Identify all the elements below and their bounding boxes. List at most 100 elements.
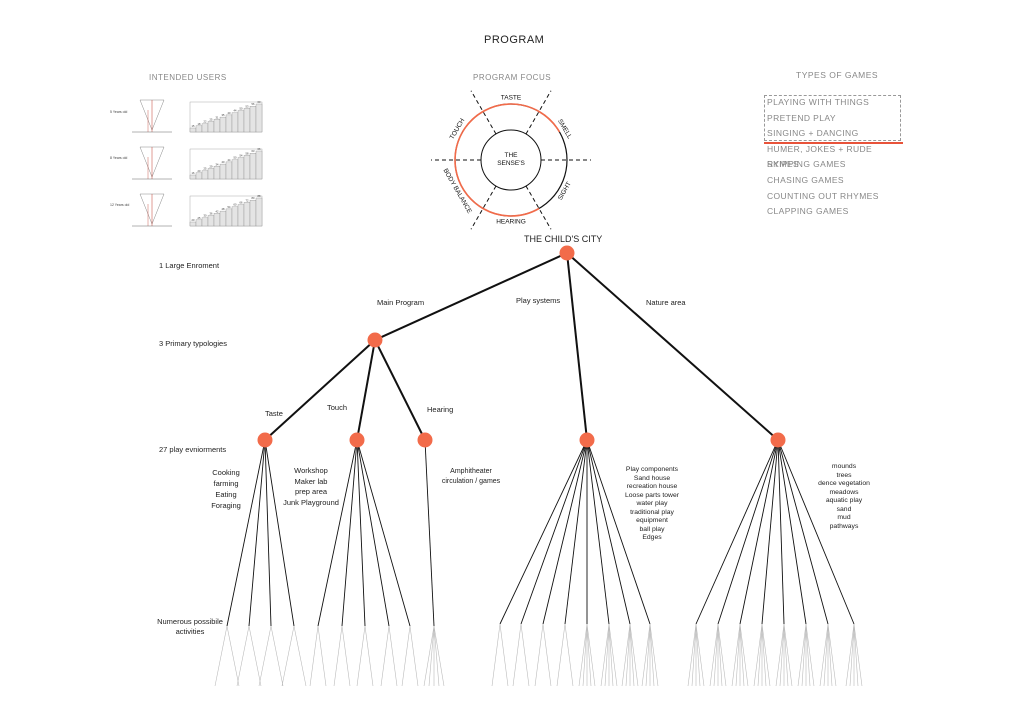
activity-item: sand [836, 505, 852, 513]
play-systems-activities: Play components Sand house recreation ho… [617, 466, 687, 543]
game-item: HUMER, JOKES + RUDE RYMES [767, 143, 873, 170]
user-growth-value: 22 [204, 120, 207, 124]
activity-branch [356, 439, 411, 627]
activity-leaf [649, 623, 655, 687]
activity-item: Foraging [211, 501, 241, 510]
activity-item: Eating [215, 490, 237, 499]
user-growth-value: 60 [234, 203, 237, 207]
activity-leaf [761, 623, 771, 687]
branch-play-systems: Play systems [516, 296, 561, 305]
user-growth-value: 50 [240, 107, 243, 111]
activity-branch [586, 439, 651, 625]
user-growth-step [225, 161, 233, 180]
activity-leaf [823, 623, 829, 687]
user-growth-value: 34 [216, 162, 219, 166]
level-label-4: Numerous possibile activities [157, 617, 223, 636]
program-focus-heading: PROGRAM FOCUS [473, 73, 552, 82]
touch-activities: Workshop Maker lab prep area Junk Playgr… [280, 466, 342, 508]
branch-nature-area: Nature area [646, 298, 686, 307]
user-growth-step [213, 213, 221, 227]
user-growth-value: 58 [246, 151, 249, 155]
user-growth-step [231, 159, 239, 180]
activity-branch [586, 439, 631, 625]
activity-item: prep area [294, 487, 328, 496]
user-growth-step [237, 157, 245, 180]
user-growth-value: 80 [252, 196, 255, 200]
user-growth-value: 40 [228, 111, 231, 115]
activity-leaf [608, 623, 618, 687]
activity-leaf [512, 623, 522, 687]
senses-divider [525, 185, 552, 230]
activity-leaf [853, 623, 863, 687]
user-growth-step [219, 163, 227, 180]
senses-highlight-arc [461, 103, 561, 133]
user-growth-value: 20 [192, 218, 195, 222]
user-growth-value: 53 [246, 104, 249, 108]
user-growth-step [225, 114, 233, 133]
activity-branch [777, 439, 855, 625]
activity-branch [226, 439, 266, 627]
user-growth-value: 54 [240, 154, 243, 158]
activity-leaf [578, 623, 588, 687]
activity-leaf [709, 623, 719, 687]
activity-branch [356, 439, 366, 627]
user-growth-step [201, 123, 209, 133]
user-growth-value: 18 [198, 122, 201, 126]
activity-leaf [753, 623, 763, 687]
user-growth-step [225, 208, 233, 227]
activity-branch [520, 439, 588, 625]
hearing-activities: Amphitheater circulation / games [435, 467, 507, 487]
activity-item: traditional play [630, 508, 674, 516]
tree-edge [374, 252, 568, 341]
activity-leaf [735, 623, 741, 687]
activity-branch [564, 439, 588, 625]
user-growth-step [195, 172, 203, 180]
activity-leaf [845, 623, 855, 687]
tree-node [770, 432, 786, 448]
user-growth-step [207, 121, 215, 133]
senses-divider [525, 90, 552, 135]
user-growth-value: 25 [198, 216, 201, 220]
user-growth-value: 29 [210, 164, 213, 168]
activity-leaf [423, 625, 435, 687]
activity-item: equipment [636, 517, 668, 524]
types-of-games-list: PLAYING WITH THINGS PRETEND PLAY SINGING… [765, 95, 902, 220]
activity-leaf [691, 623, 697, 687]
activity-leaf [783, 623, 789, 687]
activity-leaf [270, 625, 284, 687]
activity-leaf [731, 623, 741, 687]
game-item: CHASING GAMES [767, 174, 844, 185]
game-item: PLAYING WITH THINGS [767, 97, 870, 107]
activity-item: pathways [829, 522, 859, 530]
taste-activities: Cooking farming Eating Foraging [198, 467, 254, 511]
user-growth-value: 63 [252, 149, 255, 153]
senses-highlight-arc [454, 131, 484, 210]
user-growth-value: 66 [240, 201, 243, 205]
activity-leaf [600, 623, 610, 687]
activity-branch [695, 439, 779, 625]
activity-leaf [341, 625, 351, 687]
sense-label: HEARING [496, 219, 526, 226]
user-growth-step [213, 166, 221, 180]
tree-edge [566, 252, 588, 441]
game-item: SKIPPING GAMES [767, 159, 846, 170]
activity-leaf [805, 623, 815, 687]
tree-node [367, 332, 383, 348]
tree-edge [566, 252, 779, 441]
activity-branch [499, 439, 588, 625]
activity-branch [264, 439, 272, 627]
intended-users-heading: INTENDED USERS [149, 73, 227, 82]
user-growth-step [249, 153, 257, 180]
activity-item: Cooking [212, 468, 240, 477]
game-item: PRETEND PLAY [767, 112, 836, 123]
user-growth-step [255, 150, 263, 180]
activity-leaf [388, 625, 398, 687]
activity-branch [264, 439, 295, 627]
activity-item: water play [636, 500, 668, 507]
user-growth-value: 42 [216, 209, 219, 213]
activity-branch [341, 439, 358, 627]
page-title: PROGRAM [484, 34, 545, 46]
activity-leaf [819, 623, 829, 687]
activity-leaf [356, 625, 366, 687]
